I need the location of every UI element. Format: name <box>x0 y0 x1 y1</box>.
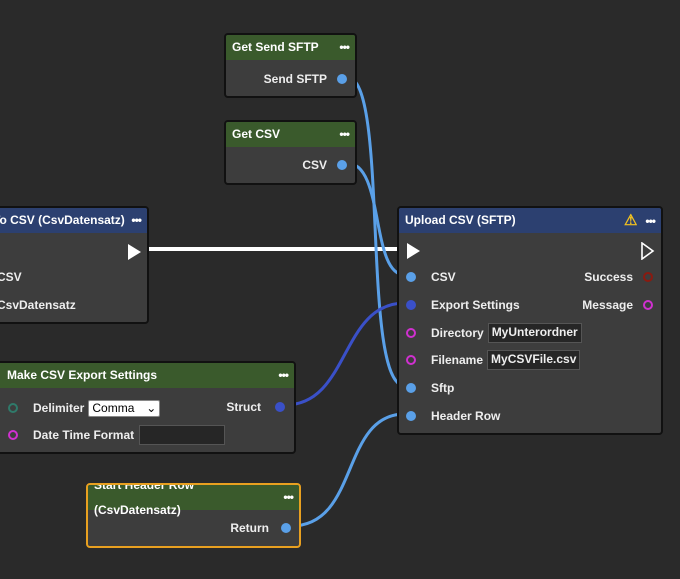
delimiter-pin[interactable] <box>8 403 18 413</box>
menu-icon[interactable]: ••• <box>645 213 656 228</box>
directory-pin[interactable] <box>406 328 416 338</box>
delimiter-select[interactable]: Comma ⌄ <box>88 399 161 417</box>
output-pin[interactable] <box>275 402 285 412</box>
sftp-label: Sftp <box>431 381 455 395</box>
sftp-pin[interactable] <box>406 383 416 393</box>
node-title: Get Send SFTP <box>232 40 319 54</box>
header-row-pin[interactable] <box>406 411 416 421</box>
node-title: Start Header Row (CsvDatensatz) <box>94 483 195 517</box>
node-get-csv[interactable]: Get CSV ••• CSV <box>224 120 357 185</box>
exec-in-pin[interactable] <box>407 243 420 259</box>
output-pin[interactable] <box>337 160 347 170</box>
node-get-send-sftp[interactable]: Get Send SFTP ••• Send SFTP <box>224 33 357 98</box>
output-label: Return <box>230 521 269 535</box>
export-settings-label: Export Settings <box>431 298 520 312</box>
output-label: Struct <box>226 400 261 414</box>
node-start-header-row[interactable]: Start Header Row (CsvDatensatz) ••• Retur… <box>86 483 301 548</box>
menu-icon[interactable]: ••• <box>339 127 350 141</box>
wire-send-sftp <box>346 75 406 388</box>
menu-icon[interactable]: ••• <box>283 490 294 504</box>
date-format-label: Date Time Format <box>33 428 135 442</box>
success-pin[interactable] <box>643 272 653 282</box>
date-format-input[interactable] <box>139 425 226 445</box>
node-title: Get CSV <box>232 127 281 141</box>
wire-export-settings <box>284 301 406 407</box>
wire-csv <box>346 161 406 277</box>
delimiter-value: Comma <box>92 400 135 415</box>
menu-icon[interactable]: ••• <box>278 368 289 382</box>
csv-label: CSV <box>431 270 456 284</box>
output-label: CsvDatensatz <box>0 298 76 312</box>
output-pin[interactable] <box>337 74 347 84</box>
filename-pin[interactable] <box>406 355 416 365</box>
exec-out-pin[interactable] <box>128 244 141 260</box>
directory-input[interactable]: MyUnterordner <box>487 323 582 343</box>
filename-input[interactable]: MyCSVFile.csv <box>487 350 581 370</box>
output-pin[interactable] <box>281 523 291 533</box>
node-title: To CSV (CsvDatensatz) <box>0 213 125 227</box>
message-label: Message <box>582 298 633 312</box>
exec-out-pin[interactable] <box>641 242 655 260</box>
header-row-label: Header Row <box>431 409 501 423</box>
success-label: Success <box>584 270 633 284</box>
output-label: CSV <box>0 270 22 284</box>
node-title: Make CSV Export Settings <box>7 368 158 382</box>
warning-icon[interactable]: ⚠ <box>623 211 638 229</box>
chevron-down-icon: ⌄ <box>146 400 157 415</box>
filename-label: Filename <box>431 353 484 367</box>
delimiter-label: Delimiter <box>33 401 85 415</box>
directory-label: Directory <box>431 326 484 340</box>
csv-pin[interactable] <box>406 272 416 282</box>
node-to-csv[interactable]: To CSV (CsvDatensatz) ••• CSV CsvDatensat… <box>0 206 149 324</box>
date-format-pin[interactable] <box>8 430 18 440</box>
wire-header-row <box>290 412 406 528</box>
output-label: CSV <box>302 158 327 172</box>
export-settings-pin[interactable] <box>406 300 416 310</box>
menu-icon[interactable]: ••• <box>339 40 350 54</box>
node-title: Upload CSV (SFTP) <box>405 213 516 227</box>
node-upload-csv-sftp[interactable]: Upload CSV (SFTP) ⚠ ••• CSV Success Export… <box>397 206 663 435</box>
output-label: Send SFTP <box>263 72 327 86</box>
message-pin[interactable] <box>643 300 653 310</box>
menu-icon[interactable]: ••• <box>131 213 142 227</box>
